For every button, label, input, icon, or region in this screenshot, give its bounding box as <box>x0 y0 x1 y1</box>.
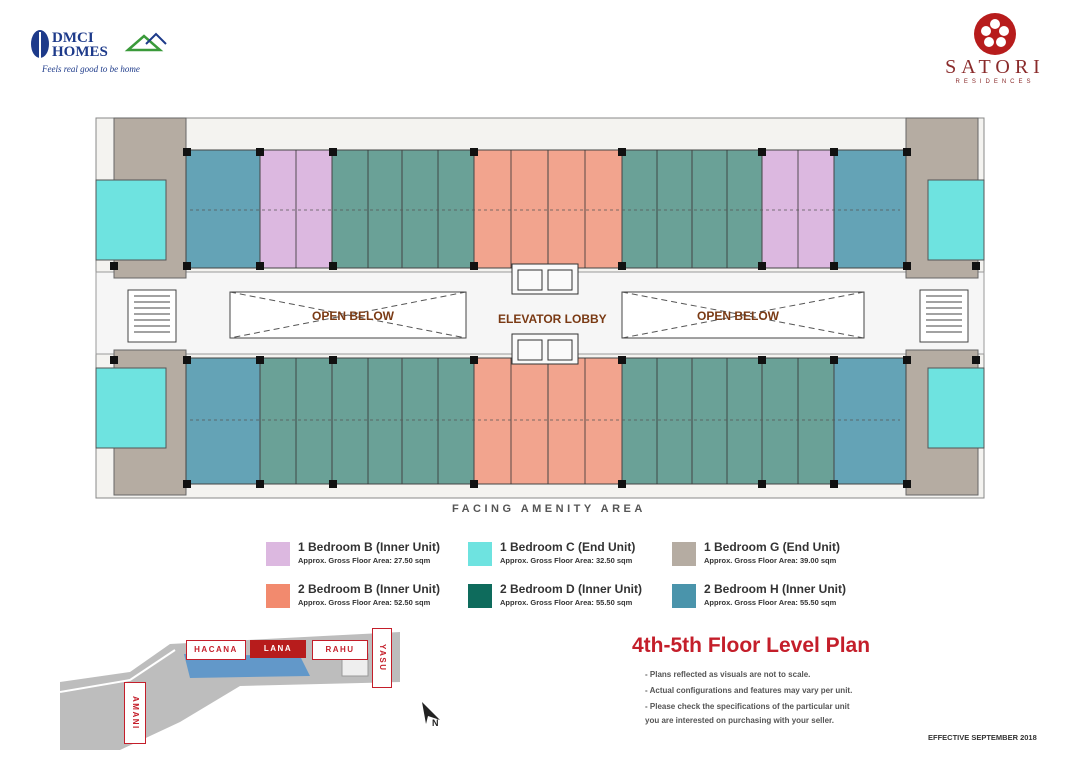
legend-area: Approx. Gross Floor Area: 39.00 sqm <box>704 556 837 565</box>
dmci-line2: HOMES <box>52 44 108 60</box>
stairs <box>127 289 969 343</box>
building-amani: AMANI <box>124 682 146 744</box>
legend-area: Approx. Gross Floor Area: 27.50 sqm <box>298 556 431 565</box>
legend-area: Approx. Gross Floor Area: 52.50 sqm <box>298 598 431 607</box>
open-below-right <box>621 291 865 339</box>
dmci-logo-icon <box>31 30 167 58</box>
legend-title: 2 Bedroom B (Inner Unit) <box>298 582 441 596</box>
north-label: N <box>432 718 439 728</box>
legend-area: Approx. Gross Floor Area: 55.50 sqm <box>500 598 633 607</box>
legend-title: 1 Bedroom G (End Unit) <box>704 540 840 554</box>
legend-area: Approx. Gross Floor Area: 32.50 sqm <box>500 556 633 565</box>
legend-title: 1 Bedroom B (Inner Unit) <box>298 540 441 554</box>
flower-emblem-icon <box>974 13 1016 55</box>
legend-swatch <box>468 542 492 566</box>
building-lana: LANA <box>250 640 306 658</box>
floor-plan-title: 4th-5th Floor Level Plan <box>632 634 871 657</box>
note-line: - Please check the specifications of the… <box>645 702 850 711</box>
unit-2br-h <box>833 357 907 485</box>
satori-residences-logo: SATORI RESIDENCES <box>930 12 1060 102</box>
elevator-lobby-label: ELEVATOR LOBBY <box>498 312 607 326</box>
legend-item: 2 Bedroom B (Inner Unit) Approx. Gross F… <box>266 582 456 622</box>
note-line: - Plans reflected as visuals are not to … <box>645 670 811 679</box>
building-rahu: RAHU <box>312 640 368 660</box>
site-map: HACANA LANA RAHU YASU AMANI <box>59 620 410 750</box>
note-line: you are interested on purchasing with yo… <box>645 716 834 725</box>
dmci-homes-logo: DMCI HOMES Feels real good to be home <box>28 24 178 82</box>
building-hacana: HACANA <box>186 640 246 660</box>
unit-2br-h <box>185 149 261 269</box>
legend-swatch <box>672 584 696 608</box>
satori-name: SATORI <box>945 56 1045 78</box>
legend-item: 2 Bedroom D (Inner Unit) Approx. Gross F… <box>468 582 658 622</box>
legend-item: 2 Bedroom H (Inner Unit) Approx. Gross F… <box>672 582 862 622</box>
open-below-left-label: OPEN BELOW <box>312 309 395 323</box>
unit-1br-c <box>927 367 985 449</box>
dmci-tagline: Feels real good to be home <box>42 64 140 74</box>
north-arrow-icon <box>422 702 440 724</box>
unit-2br-h <box>833 149 907 269</box>
legend-swatch <box>468 584 492 608</box>
facing-label: FACING AMENITY AREA <box>452 503 646 515</box>
legend-swatch <box>266 542 290 566</box>
legend-title: 1 Bedroom C (End Unit) <box>500 540 636 554</box>
building-yasu: YASU <box>372 628 392 688</box>
floor-plan <box>95 117 985 499</box>
legend-area: Approx. Gross Floor Area: 55.50 sqm <box>704 598 837 607</box>
dmci-line1: DMCI <box>52 30 94 46</box>
legend-item: 1 Bedroom B (Inner Unit) Approx. Gross F… <box>266 540 456 580</box>
legend-swatch <box>672 542 696 566</box>
unit-1br-c <box>95 367 167 449</box>
unit-2br-h <box>185 357 261 485</box>
legend-swatch <box>266 584 290 608</box>
elevators <box>511 263 579 365</box>
legend-item: 1 Bedroom G (End Unit) Approx. Gross Flo… <box>672 540 862 580</box>
north-arrow: N <box>418 700 448 732</box>
open-below-left <box>229 291 467 339</box>
note-line: - Actual configurations and features may… <box>645 686 853 695</box>
effective-date: EFFECTIVE SEPTEMBER 2018 <box>928 733 1037 742</box>
legend-item: 1 Bedroom C (End Unit) Approx. Gross Flo… <box>468 540 658 580</box>
unit-1br-c <box>927 179 985 261</box>
legend-title: 2 Bedroom H (Inner Unit) <box>704 582 847 596</box>
legend-title: 2 Bedroom D (Inner Unit) <box>500 582 643 596</box>
open-below-right-label: OPEN BELOW <box>697 309 780 323</box>
unit-1br-c <box>95 179 167 261</box>
unit-2br-d <box>331 357 403 485</box>
satori-sub: RESIDENCES <box>955 79 1035 85</box>
unit-2br-d <box>331 149 403 269</box>
